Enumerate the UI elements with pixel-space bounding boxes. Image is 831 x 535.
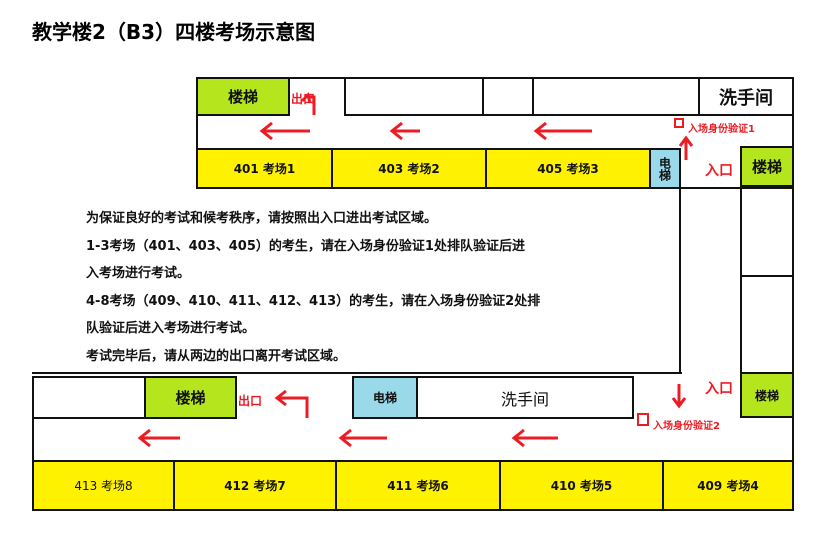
bottom-entry-label: 入口 (705, 381, 733, 397)
room-409: 409 考场4 (662, 460, 794, 511)
note-line: 队验证后进入考场进行考试。 (86, 321, 256, 336)
verify-1-marker (674, 118, 684, 128)
divider (32, 372, 682, 374)
top-exit-label: 出口 (291, 92, 316, 106)
bottom-elevator: 电梯 (352, 376, 418, 419)
note-line: 入考场进行考试。 (86, 266, 191, 281)
notes: 为保证良好的考试和候考秩序，请按照出入口进出考试区域。 1-3考场（401、40… (86, 205, 540, 370)
bottom-stair: 楼梯 (144, 376, 237, 419)
top-room-blank (482, 77, 534, 116)
top-room-blank (344, 77, 484, 116)
note-line: 4-8考场（409、410、411、412、413）的考生，请在入场身份验证2处… (86, 293, 541, 309)
verify-2-label: 入场身份验证2 (653, 421, 720, 432)
bottom-right-stair: 楼梯 (740, 372, 794, 418)
note-line: 考试完毕后，请从两边的出口离开考试区域。 (86, 348, 347, 364)
top-room-blank (532, 77, 700, 116)
top-stair: 楼梯 (196, 77, 290, 116)
note-line: 为保证良好的考试和候考秩序，请按照出入口进出考试区域。 (86, 211, 438, 226)
top-entry-label: 入口 (705, 163, 733, 179)
room-411: 411 考场6 (335, 460, 501, 511)
top-right-stair: 楼梯 (740, 146, 794, 187)
room-412: 412 考场7 (173, 460, 337, 511)
bottom-restroom: 洗手间 (416, 376, 634, 419)
top-restroom: 洗手间 (698, 77, 794, 116)
divider (740, 275, 794, 277)
bottom-room-blank (32, 376, 146, 419)
room-410: 410 考场5 (499, 460, 664, 511)
bottom-exit-label: 出口 (238, 394, 263, 408)
note-line: 1-3考场（401、403、405）的考生，请在入场身份验证1处排队验证后进 (86, 238, 525, 254)
page-title: 教学楼2（B3）四楼考场示意图 (32, 20, 316, 44)
room-413: 413 考场8 (32, 460, 175, 511)
room-403: 403 考场2 (331, 148, 487, 189)
divider (679, 188, 681, 374)
top-elevator: 电梯 (649, 148, 681, 189)
verify-1-label: 入场身份验证1 (688, 124, 755, 135)
room-401: 401 考场1 (196, 148, 333, 189)
verify-2-marker (637, 413, 649, 426)
room-405: 405 考场3 (485, 148, 651, 189)
